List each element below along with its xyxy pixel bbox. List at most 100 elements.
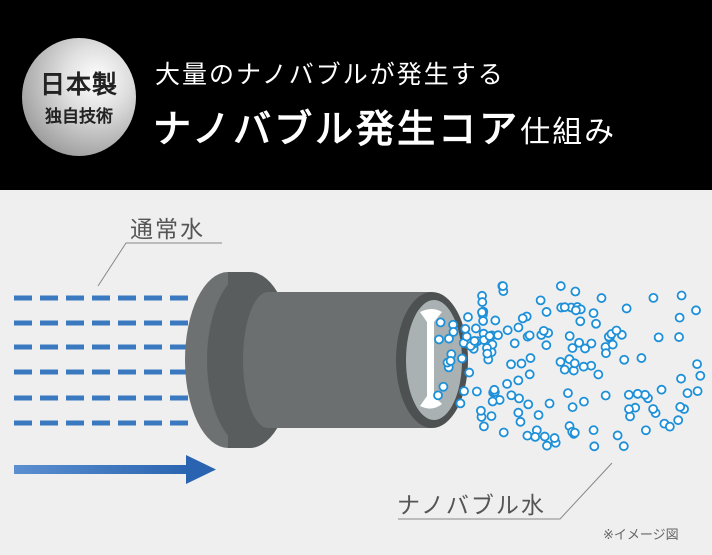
bubble — [611, 325, 622, 336]
bubble — [479, 421, 489, 432]
bubble — [524, 330, 535, 341]
water-dash — [144, 295, 162, 301]
bubble — [457, 353, 467, 364]
made-in-japan-badge: 日本製 独自技術 — [22, 38, 136, 156]
bubble — [490, 315, 501, 326]
bubble — [621, 303, 632, 314]
water-dash — [40, 420, 58, 426]
bubble — [692, 386, 703, 397]
water-dash — [144, 369, 162, 375]
input-water-label: 通常水 — [130, 217, 205, 243]
bubble — [489, 384, 500, 395]
water-dash — [66, 395, 84, 401]
nanobubbles — [433, 281, 706, 452]
water-dash — [170, 420, 188, 426]
bubble — [448, 327, 459, 337]
water-dash — [66, 295, 84, 301]
bubble — [524, 369, 535, 380]
water-dash — [40, 369, 58, 375]
bubble — [579, 396, 589, 407]
bubble — [682, 388, 693, 399]
water-dash — [92, 320, 110, 326]
header-banner: 日本製 独自技術 大量のナノバブルが発生する ナノバブル発生コア仕組み — [0, 0, 712, 190]
bubble — [574, 337, 585, 348]
bubble — [656, 384, 667, 395]
bubble — [435, 317, 446, 328]
bubble — [498, 281, 508, 292]
bubble — [593, 369, 604, 380]
water-dash — [118, 395, 136, 401]
bubble — [674, 332, 684, 342]
bubble — [459, 386, 469, 397]
title-suffix: 仕組み — [520, 115, 617, 150]
bubble — [559, 364, 570, 375]
bubble — [477, 297, 488, 307]
bubble — [539, 431, 550, 442]
bubble — [632, 388, 643, 399]
water-dash — [40, 320, 58, 326]
water-dash — [92, 395, 110, 401]
bubble — [580, 343, 590, 354]
bubble — [648, 292, 659, 303]
bubble — [463, 312, 473, 322]
bubble — [533, 410, 544, 420]
bubble — [460, 323, 471, 334]
water-dash — [66, 369, 84, 375]
bubble — [675, 402, 686, 412]
badge-line2: 独自技術 — [45, 107, 113, 127]
bubble — [515, 416, 526, 427]
bubble — [596, 293, 607, 303]
bubble — [570, 286, 581, 297]
bubble — [535, 295, 546, 306]
bubble — [571, 305, 581, 316]
bubble — [445, 355, 456, 366]
bubble — [493, 330, 503, 341]
bubble — [478, 316, 488, 326]
bubble — [653, 332, 664, 343]
badge-line1: 日本製 — [39, 70, 118, 99]
water-dash — [118, 320, 136, 326]
bubble — [588, 425, 599, 436]
bubble — [591, 318, 601, 329]
bubble — [541, 340, 552, 351]
water-dash — [144, 395, 162, 401]
bubble — [569, 427, 580, 438]
bubble — [567, 402, 578, 413]
bubble — [516, 358, 527, 369]
title-subheading: 大量のナノバブルが発生する — [155, 60, 505, 89]
bubble — [506, 359, 516, 370]
bubble — [444, 333, 454, 344]
bubble — [517, 313, 528, 324]
bubble — [433, 390, 443, 401]
bubble — [513, 375, 524, 386]
bubble — [482, 348, 493, 359]
callout-line-output — [398, 462, 613, 520]
water-dash — [118, 420, 136, 426]
water-dash — [118, 295, 136, 301]
bubble — [673, 415, 684, 426]
bubble — [664, 421, 675, 432]
bubble — [523, 399, 534, 410]
water-dash — [14, 395, 32, 401]
bubble — [555, 356, 566, 367]
bubble — [674, 312, 685, 323]
bubble — [502, 325, 513, 336]
water-dash — [92, 369, 110, 375]
water-dash — [14, 295, 32, 301]
bubble — [600, 390, 611, 401]
bubble — [555, 281, 566, 291]
bubble — [612, 430, 623, 441]
bubble — [461, 331, 472, 342]
bubble — [588, 308, 599, 319]
water-dash — [14, 344, 32, 350]
bubble — [569, 358, 580, 369]
bubble — [564, 331, 575, 341]
water-dash — [40, 344, 58, 350]
bubble — [578, 361, 589, 372]
water-dash — [14, 420, 32, 426]
bubble — [695, 370, 706, 381]
nanobubble-core — [185, 272, 468, 448]
water-dash — [144, 420, 162, 426]
water-dash — [144, 320, 162, 326]
bubble — [538, 325, 549, 336]
